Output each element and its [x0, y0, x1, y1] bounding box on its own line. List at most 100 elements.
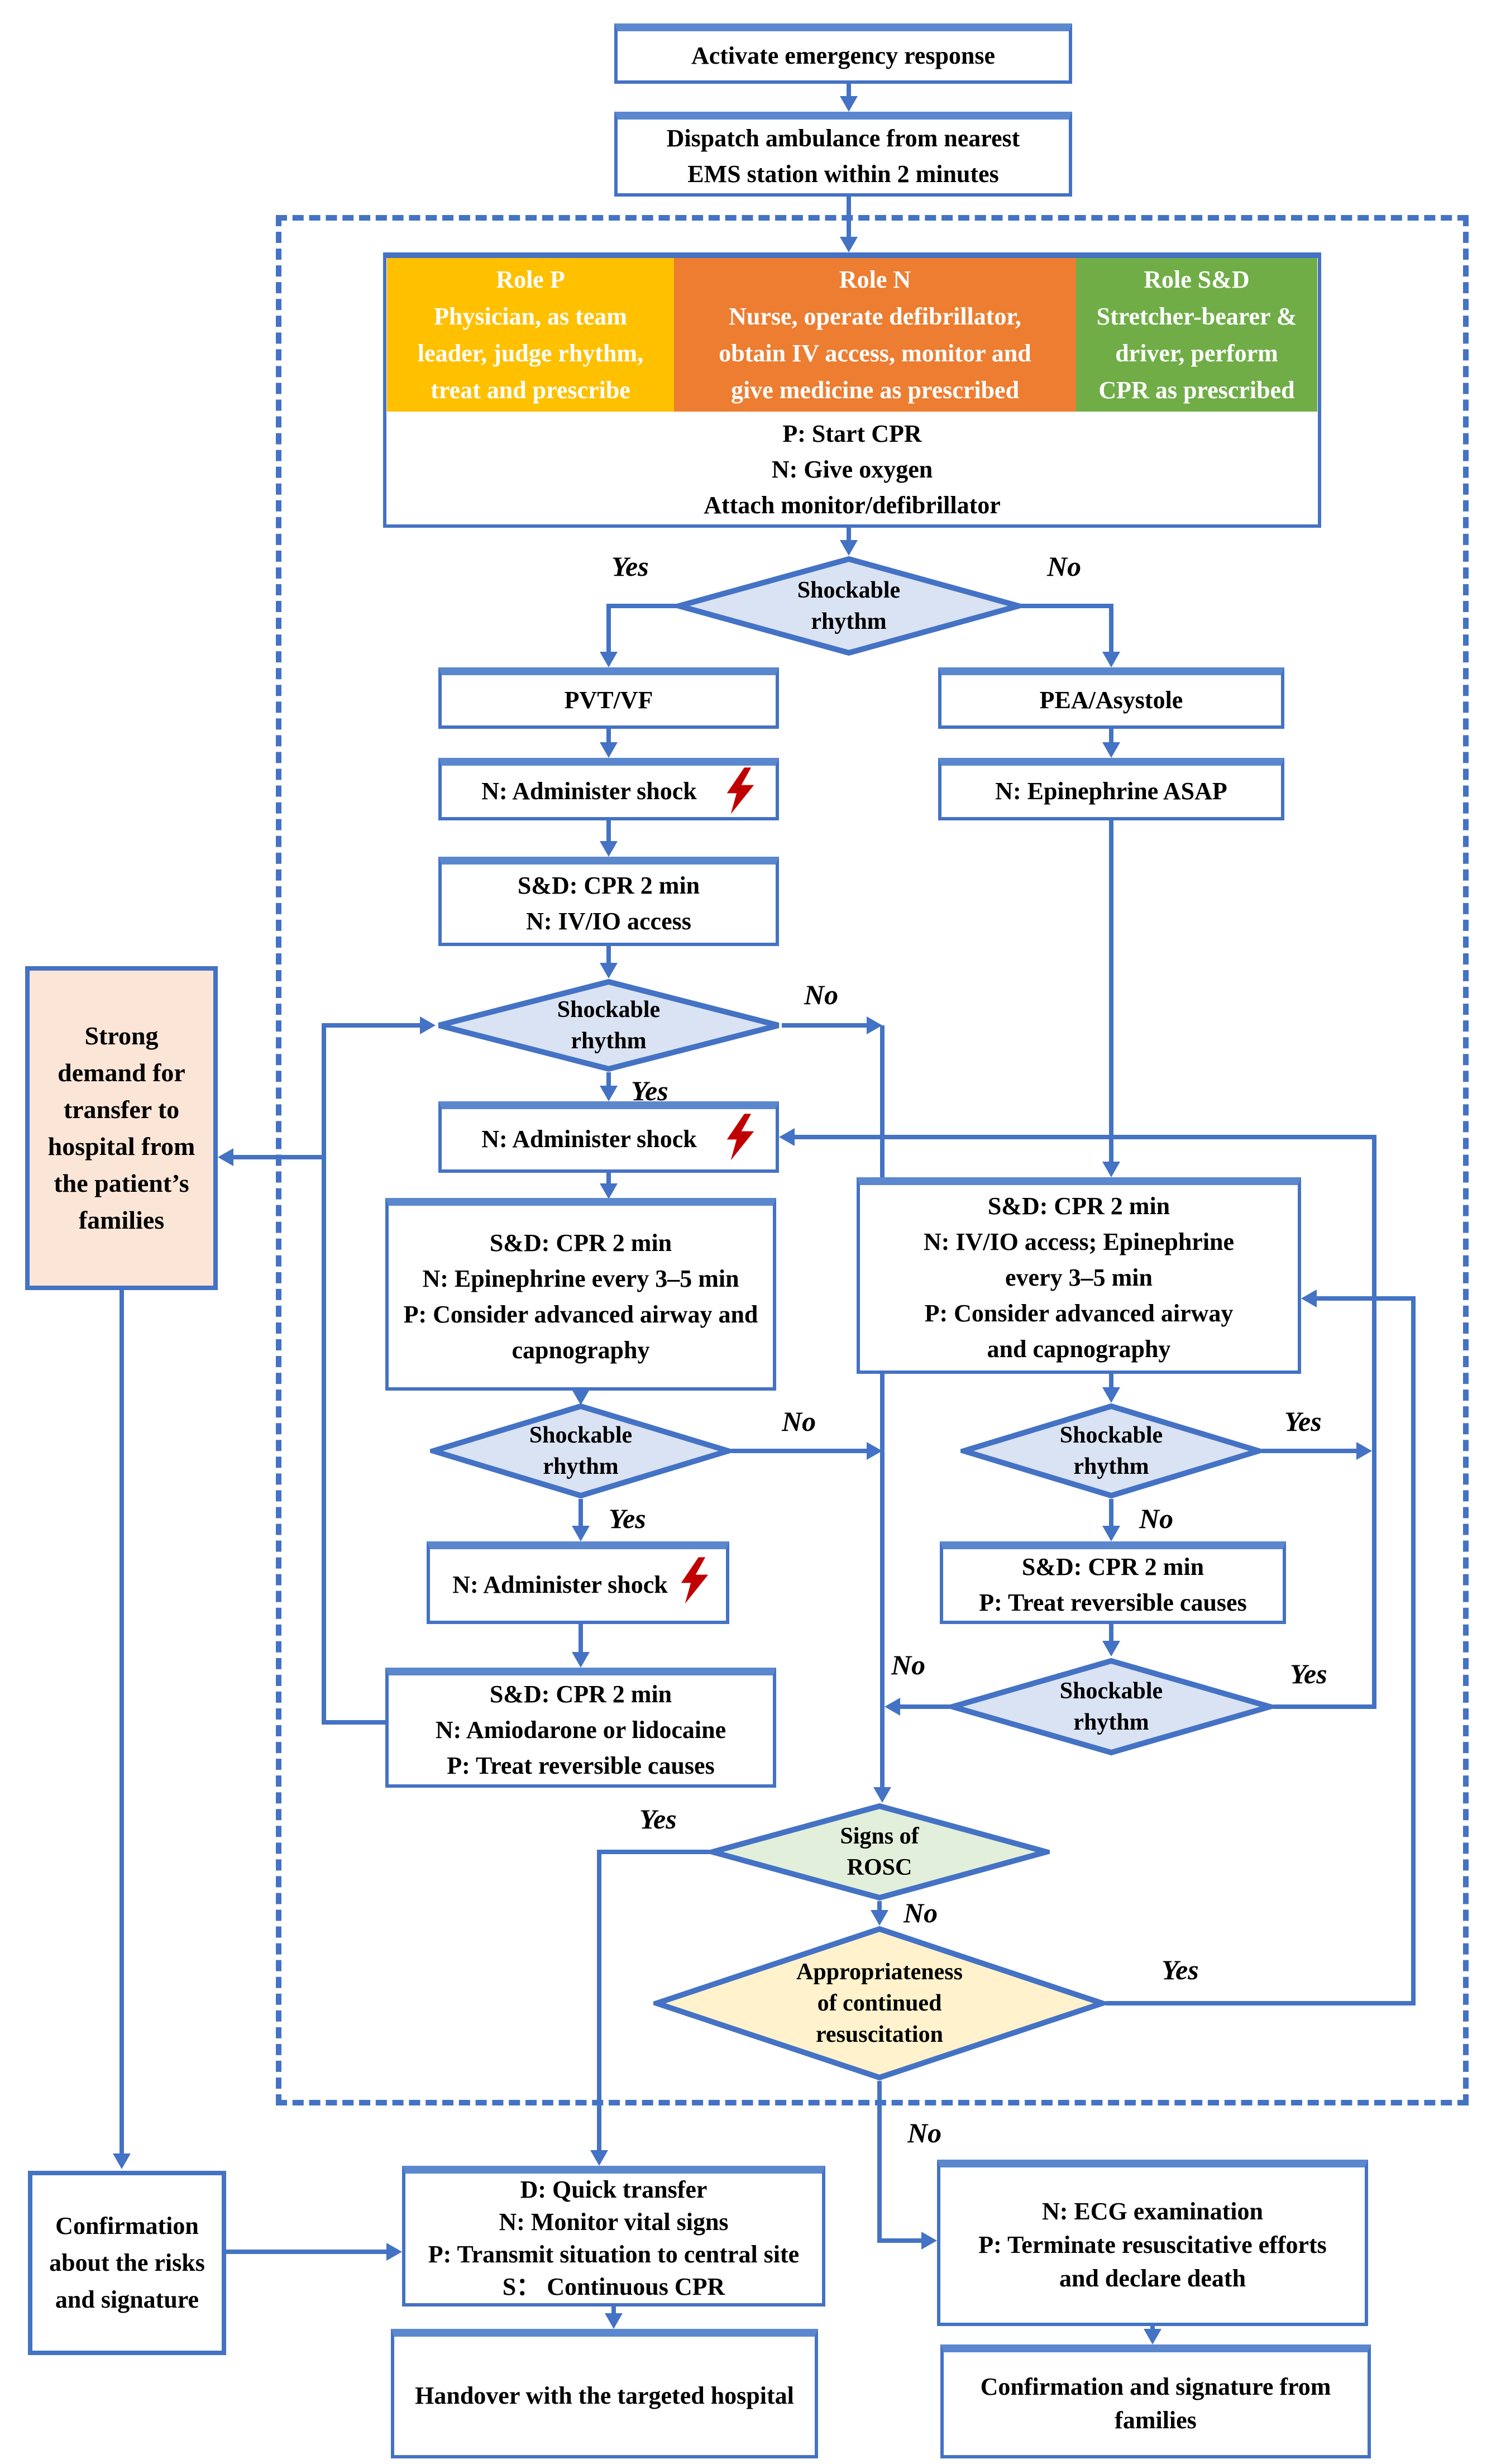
connector-line: [226, 2250, 388, 2254]
connector-line: [1109, 604, 1113, 654]
arrowhead: [1102, 652, 1120, 667]
decision-shockable-5-shape: [949, 1658, 1273, 1756]
arrowhead: [867, 1442, 882, 1460]
panel-role-stretcher-driver: Role S&D Stretcher-bearer & driver, perf…: [1076, 258, 1317, 412]
edge-label-yes: Yes: [639, 1803, 677, 1835]
decision-shockable-4-shape: [960, 1403, 1262, 1499]
edge-label-yes: Yes: [631, 1075, 668, 1106]
connector-line: [324, 1720, 385, 1725]
arrowhead: [1356, 1442, 1372, 1460]
connector-line: [599, 1850, 709, 1854]
lightning-bolt-icon: [681, 1557, 709, 1604]
edge-label-no: No: [891, 1649, 926, 1680]
connector-line: [877, 2081, 882, 2243]
connector-line: [119, 1290, 124, 2155]
connector-line: [877, 2238, 924, 2243]
connector-line: [606, 604, 689, 608]
decision-shockable-4: Shockable rhythm: [1059, 1422, 1163, 1479]
connector-line: [606, 820, 611, 844]
node-quick-transfer: D: Quick transfer N: Monitor vital signs…: [402, 2166, 825, 2307]
connector-line: [1411, 1296, 1416, 2003]
connector-line: [1020, 604, 1113, 608]
decision-shockable-3-shape: [430, 1403, 732, 1499]
edge-label-yes: Yes: [1284, 1406, 1322, 1437]
role-line: treat and prescribe: [431, 376, 630, 404]
decision-shockable-5: Shockable rhythm: [1059, 1678, 1163, 1735]
connector-line: [597, 1850, 601, 2151]
node-cpr-epinephrine: S&D: CPR 2 min N: Epinephrine every 3–5 …: [385, 1198, 776, 1391]
role-title: Role N: [839, 265, 911, 293]
arrowhead: [867, 1016, 882, 1034]
arrowhead: [605, 2313, 623, 2329]
decision-shockable-2-shape: [438, 978, 780, 1072]
edge-label-yes: Yes: [611, 551, 649, 582]
connector-line: [579, 1624, 583, 1654]
node-pea-asystole: PEA/Asystole: [938, 667, 1284, 729]
connector-line: [1109, 1499, 1113, 1528]
arrowhead: [572, 1389, 590, 1405]
dashed-boundary: [276, 215, 1469, 2105]
decision-appropriateness-shape: [653, 1926, 1106, 2081]
connector-line: [847, 197, 851, 238]
connector-line: [1372, 1135, 1376, 1709]
arrowhead: [921, 2232, 937, 2250]
node-dispatch-ambulance: Dispatch ambulance from nearest EMS stat…: [614, 112, 1072, 197]
arrowhead: [600, 1086, 618, 1101]
arrowhead: [386, 2243, 402, 2261]
node-line: P: Start CPR: [782, 420, 922, 447]
node-amiodarone: S&D: CPR 2 min N: Amiodarone or lidocain…: [385, 1668, 776, 1788]
arrowhead: [218, 1148, 233, 1166]
lightning-bolt-icon: [726, 1114, 754, 1161]
arrowhead: [572, 1526, 590, 1541]
role-line: Nurse, operate defibrillator,: [729, 302, 1021, 330]
arrowhead: [840, 540, 858, 556]
role-line: leader, judge rhythm,: [417, 339, 644, 367]
edge-label-no: No: [907, 2117, 942, 2148]
node-administer-shock-2: N: Administer shock: [438, 1101, 779, 1173]
connector-line: [232, 1155, 324, 1159]
node-epinephrine-asap: N: Epinephrine ASAP: [938, 758, 1284, 820]
node-start-cpr: P: Start CPR N: Give oxygen Attach monit…: [383, 414, 1321, 525]
connector-line: [880, 1025, 885, 1787]
role-line: Physician, as team: [434, 302, 627, 330]
arrowhead: [1102, 742, 1120, 758]
node-strong-demand: Strong demand for transfer to hospital f…: [25, 966, 218, 1290]
edge-label-no: No: [782, 1406, 816, 1437]
arrowhead: [420, 1016, 436, 1034]
role-line: obtain IV access, monitor and: [719, 339, 1031, 367]
node-line: EMS station within 2 minutes: [687, 160, 999, 188]
arrowhead: [779, 1128, 795, 1146]
connector-line: [606, 604, 611, 654]
connector-line: [782, 1023, 869, 1028]
connector-line: [322, 1023, 326, 1725]
connector-line: [847, 528, 851, 542]
connector-line: [579, 1499, 583, 1528]
arrowhead: [873, 1787, 891, 1803]
connector-line: [877, 1901, 882, 1913]
decision-shockable-3: Shockable rhythm: [529, 1422, 633, 1479]
arrowhead: [1102, 1641, 1120, 1656]
arrowhead: [1102, 1526, 1120, 1541]
decision-signs-of-rosc-shape: [709, 1803, 1050, 1901]
decision-shockable-1: Shockable rhythm: [797, 577, 901, 634]
node-line: Attach monitor/defibrillator: [704, 491, 1001, 519]
role-line: CPR as prescribed: [1098, 376, 1295, 404]
node-treat-reversible: S&D: CPR 2 min P: Treat reversible cause…: [940, 1541, 1286, 1624]
connector-line: [793, 1135, 1376, 1139]
node-line: Dispatch ambulance from nearest: [666, 125, 1020, 152]
arrowhead: [871, 1910, 888, 1926]
edge-label-yes: Yes: [609, 1503, 646, 1534]
arrowhead: [1102, 1162, 1120, 1177]
connector-line: [326, 1023, 422, 1028]
connector-line: [1316, 1296, 1411, 1301]
connector-line: [1273, 1704, 1376, 1709]
arrowhead: [885, 1698, 900, 1716]
node-confirmation-risks: Confirmation about the risks and signatu…: [28, 2171, 226, 2355]
node-activate-emergency: Activate emergency response: [614, 23, 1072, 84]
node-administer-shock-3: N: Administer shock: [427, 1541, 729, 1624]
connector-line: [1109, 1624, 1113, 1643]
arrowhead: [840, 237, 858, 252]
edge-label-no: No: [1139, 1503, 1174, 1534]
connector-line: [1109, 820, 1113, 1166]
connector-line: [899, 1704, 953, 1709]
